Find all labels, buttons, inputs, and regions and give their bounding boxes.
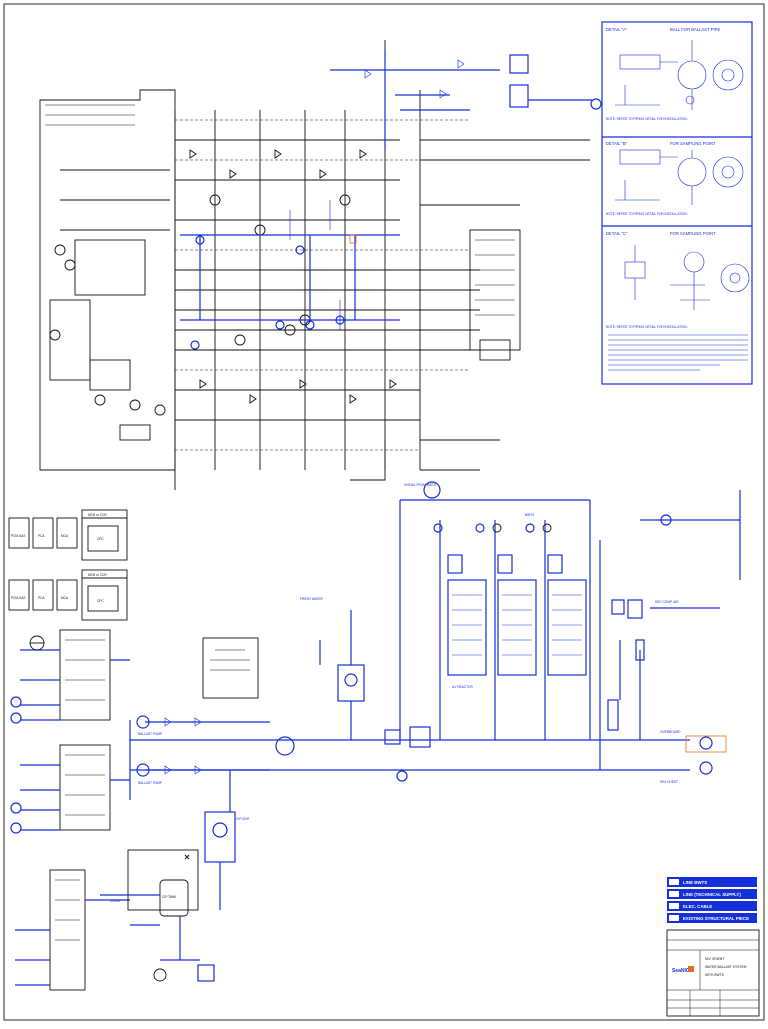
detail-panels: DETAIL "A" BALL FOR BALLAST PIPE NOTE: R… [601, 21, 753, 385]
logo-text: SeaNIC [672, 968, 690, 974]
panel-bottom-3: MCA [61, 596, 69, 600]
detail-a-note: NOTE: REFER TO PIPING DETAIL FOR INSTALL… [606, 117, 688, 121]
detail-c-subtitle: FOR SAMPLING POINT [670, 231, 716, 236]
flow-meter-icon [275, 736, 295, 756]
detail-b-subtitle: FOR SAMPLING POINT [670, 141, 716, 146]
legend-item-1: LINE BWTS [683, 880, 707, 885]
ships-cip-tank-label: CIP TANK [162, 895, 177, 899]
bwts-header-label: BWTS [525, 513, 534, 517]
detail-c-title: DETAIL "C" [606, 231, 628, 236]
ballast-pump-1-label: BALLAST PUMP [138, 732, 162, 736]
uv-reactor-inline [409, 726, 431, 748]
dry-comp-air-label: DRY COMP. AIR [655, 600, 679, 604]
uv-train-2 [497, 579, 537, 676]
bwts-main-line: BALLAST PUMP BALLAST PUMP FRESH WATER CI… [129, 597, 690, 910]
uv-train-3 [547, 579, 587, 676]
control-panels: MCB or CCR PCM-SAS PCA MCA CPC MCB or CC… [8, 509, 128, 621]
legend: LINE BWTS LINE (TECHNICAL SUPPLY) ELEC. … [667, 877, 757, 923]
panel-group-top-label: MCB or CCR [88, 513, 107, 517]
legend-item-4: EXISTING STRUCTURAL PIECE [683, 916, 749, 921]
legend-item-3: ELEC. CABLE [683, 904, 712, 909]
inset-detail [202, 637, 259, 699]
right-side-units: DRY COMP. AIR OVERBOARD SEA CHEST [599, 490, 741, 784]
bwts-lines-top [180, 50, 602, 350]
uv-reactor-label: UV REACTOR [452, 685, 474, 689]
title-block: M/V ORIENT WATER BALLAST SYSTEM WITH BWT… [666, 929, 760, 1017]
detail-frame [601, 21, 753, 385]
panel-bottom-4: CPC [97, 599, 104, 603]
signal-from-bwts-label: SIGNAL FROM BWTS [404, 483, 436, 487]
ballast-pump-2-label: BALLAST PUMP [138, 781, 162, 785]
ballast-pump-2-icon [136, 763, 150, 777]
sea-chest-label: SEA CHEST [660, 780, 678, 784]
cip-unit-label: CIP UNIT [236, 817, 250, 821]
uv-train-1 [447, 579, 487, 676]
detail-c-note: NOTE: REFER TO PIPING DETAIL FOR INSTALL… [606, 325, 688, 329]
panel-bottom-2: PCA [38, 596, 45, 600]
left-pump-units [10, 629, 130, 991]
overboard-label: OVERBOARD [660, 730, 681, 734]
panel-top-3: MCA [61, 534, 69, 538]
title-line-1: WATER BALLAST SYSTEM [705, 965, 747, 969]
panel-group-bottom-label: MCB or CCR [88, 573, 107, 577]
panel-top-2: PCA [38, 534, 45, 538]
legend-item-2: LINE (TECHNICAL SUPPLY) [683, 892, 741, 897]
panel-bottom-1: PCM-SAS [11, 596, 26, 600]
drain-label: DRAIN [110, 899, 121, 903]
cip-tank [159, 879, 189, 917]
cip-tank-frame [127, 849, 199, 911]
ballast-pump-1-icon [136, 715, 150, 729]
highlight-box [685, 735, 727, 753]
existing-system-top [39, 40, 590, 490]
detail-a-title: DETAIL "A" [606, 27, 628, 32]
detail-b-note: NOTE: REFER TO PIPING DETAIL FOR INSTALL… [606, 212, 688, 216]
detail-b-title: DETAIL "B" [606, 141, 628, 146]
logo-mark [688, 966, 694, 972]
panel-top-1: PCM-SAS [11, 534, 26, 538]
panel-top-4: CPC [97, 537, 104, 541]
cip-tank-area: CIP TANK DRAIN [100, 849, 215, 982]
title-line-2: WITH BWTS [705, 973, 725, 977]
eductor-box [337, 664, 365, 702]
detail-a-subtitle: BALL FOR BALLAST PIPE [670, 27, 720, 32]
title-vessel: M/V ORIENT [705, 957, 724, 961]
uv-reactor-trains: SIGNAL FROM BWTS UV REACTOR BWTS [399, 481, 591, 740]
fresh-water-label: FRESH WATER [300, 597, 324, 601]
sheet-border [3, 3, 765, 1021]
